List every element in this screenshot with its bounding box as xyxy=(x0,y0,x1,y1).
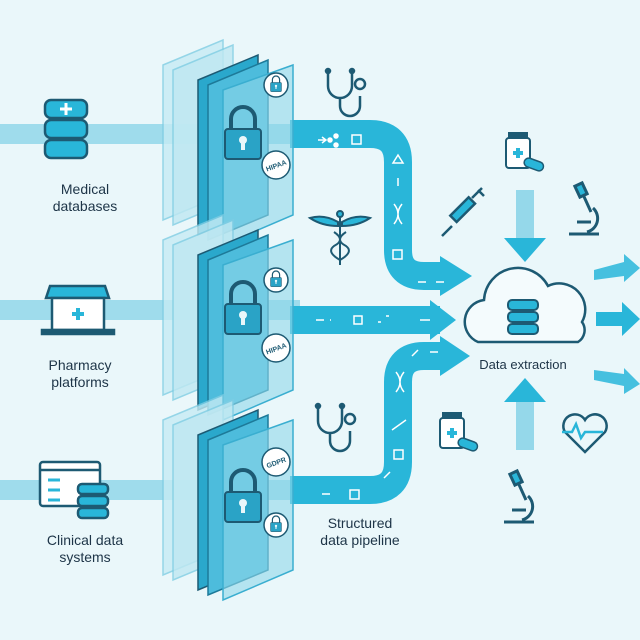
cloud-database-icon xyxy=(463,266,587,344)
pipeline-top xyxy=(290,120,445,290)
pill-bottle-icon-2 xyxy=(438,410,481,455)
security-panel-stack-1: HIPAA xyxy=(162,39,294,246)
pipeline-bottom-arrowhead xyxy=(440,336,470,376)
pipeline-label: Structured data pipeline xyxy=(305,515,415,549)
clinical-dashboard-icon xyxy=(38,460,110,520)
label-line: data pipeline xyxy=(320,532,400,548)
label-line: systems xyxy=(59,549,111,565)
hub-label: Data extraction xyxy=(479,357,567,372)
security-panel-stack-2: HIPAA xyxy=(162,214,294,421)
source-label-pharmacy-platforms: Pharmacy platforms xyxy=(25,357,135,391)
pipeline-middle-arrowhead xyxy=(430,300,456,340)
syringe-icon xyxy=(441,187,485,237)
source-label-clinical-data-systems: Clinical data systems xyxy=(30,532,140,566)
arrow-into-hub-top xyxy=(504,190,546,262)
microscope-icon-2 xyxy=(502,469,536,524)
label-line: Structured xyxy=(327,515,393,531)
output-arrows xyxy=(594,254,640,394)
label-line: Clinical data xyxy=(46,532,124,548)
label-line: Pharmacy xyxy=(48,357,112,373)
pipeline-bottom xyxy=(290,342,445,504)
storefront-laptop-icon xyxy=(40,284,116,336)
label-line: databases xyxy=(52,198,118,214)
security-panel-stack-3: GDPR xyxy=(162,394,294,601)
pill-bottle-icon xyxy=(504,130,547,175)
label-line: Medical xyxy=(60,181,110,197)
database-icon xyxy=(43,98,89,160)
caduceus-icon xyxy=(307,210,373,265)
heart-pulse-icon xyxy=(562,413,608,454)
microscope-icon xyxy=(567,181,601,236)
source-label-medical-databases: Medical databases xyxy=(30,181,140,215)
pipeline-middle xyxy=(290,306,440,334)
stethoscope-icon-2 xyxy=(314,402,357,453)
pipeline-flow-icons xyxy=(316,133,444,500)
arrow-into-hub-bottom xyxy=(504,378,546,450)
label-line: platforms xyxy=(51,374,109,390)
pipeline-top-arrowhead xyxy=(440,256,472,296)
stethoscope-icon xyxy=(324,67,367,118)
